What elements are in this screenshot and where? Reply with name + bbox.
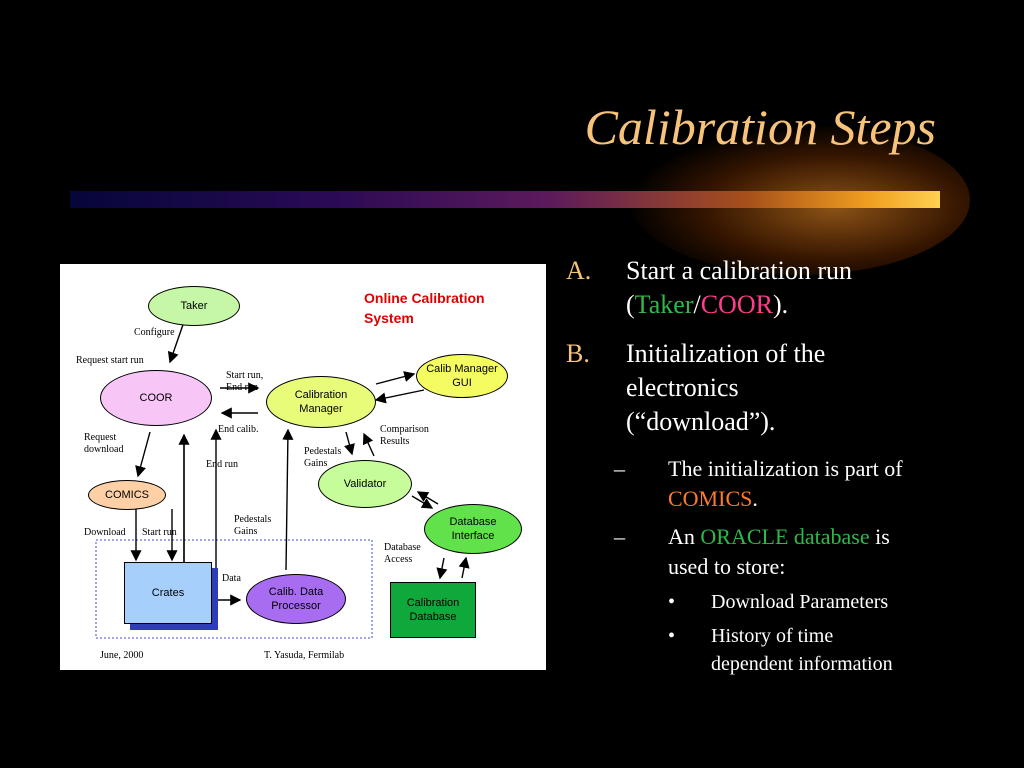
diagram-title-line2: System [364, 310, 414, 326]
footer-date: June, 2000 [100, 650, 144, 661]
label-download: Download [84, 527, 126, 538]
arrow-processor-manager [282, 428, 294, 571]
arrow-db-dbi [458, 556, 470, 579]
node-coor: COOR [100, 370, 212, 426]
arrow-dbi-db [436, 557, 448, 580]
label-request-start-run: Request start run [76, 355, 144, 366]
node-crates: Crates [124, 562, 212, 624]
label-start-end-run: Start run,End run [226, 370, 264, 393]
label-data: Data [222, 573, 241, 584]
diagram-connectors [95, 315, 470, 639]
title-underline-bar [70, 191, 940, 208]
oracle-highlight: ORACLE database [700, 524, 870, 549]
footer-author: T. Yasuda, Fermilab [264, 650, 345, 661]
bullet-b-text: Initialization of the electronics (“down… [626, 339, 826, 436]
bullet-b-key: B. [566, 339, 590, 368]
calibration-diagram: Online Calibration System Taker COOR COM… [60, 264, 546, 670]
label-start-run: Start run [142, 527, 177, 538]
node-taker: Taker [148, 286, 240, 326]
label-end-calib: End calib. [218, 424, 259, 435]
node-validator: Validator [318, 460, 412, 508]
diagram-title-line1: Online Calibration [364, 290, 485, 306]
arrow-validator-dbi [411, 495, 434, 509]
comics-highlight: COMICS [668, 486, 753, 511]
slide-title: Calibration Steps [584, 99, 936, 155]
coor-highlight: COOR [700, 290, 773, 319]
bullet-a-text: Start a calibration run (Taker/COOR). [626, 256, 852, 319]
bullet-a-key: A. [566, 256, 592, 285]
arrow-manager-validator [344, 431, 355, 456]
arrow-validator-manager [362, 432, 375, 457]
diagram-title: Online Calibration System [364, 288, 485, 328]
node-comics: COMICS [88, 480, 166, 510]
label-configure: Configure [134, 327, 175, 338]
arrow-manager-gui [375, 371, 416, 385]
crate-boundary [95, 539, 373, 639]
arrow-coor-comics [135, 431, 151, 478]
arrow-gui-manager [374, 389, 425, 404]
label-end-run: End run [206, 459, 238, 470]
arrow-dbi-validator [416, 491, 439, 505]
taker-highlight: Taker [634, 290, 694, 319]
